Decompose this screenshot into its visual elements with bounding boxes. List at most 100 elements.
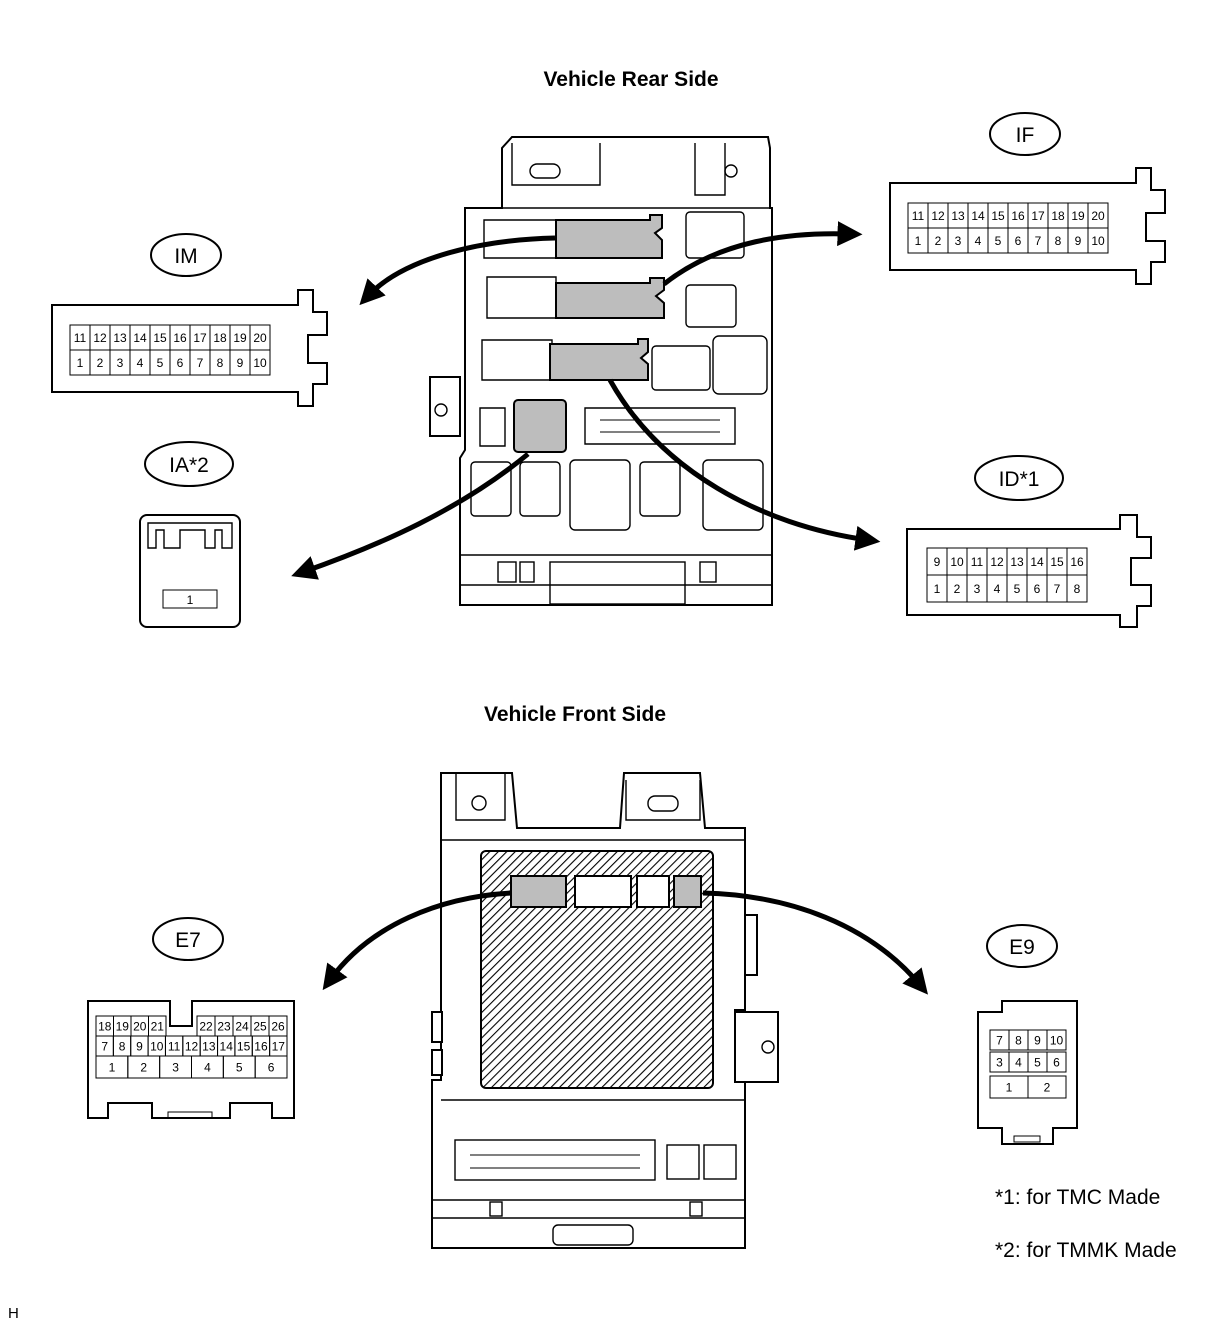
connector-tag-e9 (986, 924, 1058, 968)
if-pin-8: 8 (1055, 234, 1062, 248)
im-pin-6: 6 (177, 356, 184, 370)
connector-e9-location (673, 875, 702, 908)
im-pin-14: 14 (133, 331, 147, 345)
note-tmc: *1: for TMC Made (995, 1186, 1160, 1209)
connector-tag-if (989, 112, 1061, 156)
id-pin-8-cell (1066, 574, 1088, 603)
im-pin-17: 17 (193, 331, 207, 345)
e7-pin-23: 23 (217, 1020, 231, 1034)
connector-ia-location (513, 399, 567, 453)
e9-pin-10-cell (1046, 1029, 1067, 1051)
e9-pin-5: 5 (1034, 1056, 1041, 1070)
e7-pin-8: 8 (119, 1040, 126, 1054)
e9-pin-2: 2 (1044, 1081, 1051, 1095)
id-pin-12: 12 (990, 555, 1004, 569)
id-pin-13: 13 (1010, 555, 1024, 569)
im-pin-1: 1 (77, 356, 84, 370)
im-pin-10: 10 (253, 356, 267, 370)
if-pin-18: 18 (1051, 209, 1065, 223)
e7-pin-1: 1 (109, 1061, 116, 1075)
if-pin-10-cell (1087, 227, 1109, 254)
arrow-to-ia (291, 452, 530, 580)
hatched-area (480, 850, 714, 1089)
e7-pin-6-cell (254, 1055, 288, 1079)
arrow-to-im (359, 235, 556, 306)
e9-pin-6-cell (1046, 1051, 1067, 1073)
im-pin-5: 5 (157, 356, 164, 370)
im-pin-2: 2 (97, 356, 104, 370)
e7-pin-13: 13 (202, 1040, 216, 1054)
e9-pin-4: 4 (1015, 1056, 1022, 1070)
id-pin-15: 15 (1050, 555, 1064, 569)
im-pin-16: 16 (173, 331, 187, 345)
im-pin-11: 11 (74, 331, 87, 345)
if-pin-11: 11 (912, 209, 925, 223)
arrow-to-e9 (702, 890, 929, 995)
connector-tag-e9-label: E9 (1009, 936, 1035, 959)
connector-tag-im (150, 233, 222, 277)
if-pin-5: 5 (995, 234, 1002, 248)
if-pin-16: 16 (1011, 209, 1025, 223)
e7-pin-17: 17 (272, 1040, 286, 1054)
e7-pin-6: 6 (268, 1061, 275, 1075)
im-pin-13: 13 (113, 331, 127, 345)
corner-mark: H (8, 1305, 19, 1322)
im-pin-3: 3 (117, 356, 124, 370)
if-pin-17: 17 (1031, 209, 1045, 223)
connector-tag-e7-label: E7 (175, 929, 201, 952)
rear-arrows (291, 221, 881, 580)
id-pin-9: 9 (934, 555, 941, 569)
e7-pin-2: 2 (140, 1061, 147, 1075)
if-pin-4: 4 (975, 234, 982, 248)
connector-tag-e7 (152, 917, 224, 961)
e7-pin-19: 19 (116, 1020, 130, 1034)
id-pin-3: 3 (974, 582, 981, 596)
arrow-to-id (607, 378, 881, 551)
connector-tag-id (974, 455, 1064, 501)
im-pin-12: 12 (93, 331, 107, 345)
im-pin-10-cell (249, 349, 271, 376)
im-pin-15: 15 (153, 331, 167, 345)
connector-id-location (549, 338, 649, 381)
arrow-to-if (662, 221, 863, 286)
connector-ia: IA*2 1 (139, 441, 241, 628)
e9-pin-6: 6 (1053, 1056, 1060, 1070)
im-pin-8: 8 (217, 356, 224, 370)
e7-pin-21: 21 (151, 1020, 165, 1034)
connector-tag-ia-label: IA*2 (169, 454, 209, 477)
if-pin-6: 6 (1015, 234, 1022, 248)
connector-tag-ia (144, 441, 234, 487)
id-pin-2: 2 (954, 582, 961, 596)
e7-pin-26: 26 (271, 1020, 285, 1034)
if-pin-14: 14 (971, 209, 985, 223)
if-pin-7: 7 (1035, 234, 1042, 248)
id-pin-6: 6 (1034, 582, 1041, 596)
e7-pin-24: 24 (235, 1020, 249, 1034)
e7-pin-15: 15 (237, 1040, 251, 1054)
if-pin-1: 1 (915, 234, 922, 248)
e7-pin-11: 11 (168, 1040, 181, 1054)
e7-pin-16: 16 (254, 1040, 268, 1054)
im-pin-18: 18 (213, 331, 227, 345)
e7-pin-18: 18 (98, 1020, 112, 1034)
id-pin-8: 8 (1074, 582, 1081, 596)
connector-tag-if-label: IF (1016, 124, 1035, 147)
if-pin-13: 13 (951, 209, 965, 223)
im-pin-19: 19 (233, 331, 247, 345)
id-pin-14: 14 (1030, 555, 1044, 569)
e7-pin-20: 20 (133, 1020, 147, 1034)
front-arrows (322, 890, 929, 995)
connector-if-location (555, 277, 665, 319)
note-tmmk: *2: for TMMK Made (995, 1239, 1177, 1262)
im-pin-9: 9 (237, 356, 244, 370)
e7-pin-3: 3 (172, 1061, 179, 1075)
id-pin-5: 5 (1014, 582, 1021, 596)
connector-tag-im-label: IM (174, 245, 197, 268)
e9-pin-2-cell (1027, 1075, 1067, 1099)
id-pin-1: 1 (934, 582, 941, 596)
connector-im-location (555, 214, 663, 259)
